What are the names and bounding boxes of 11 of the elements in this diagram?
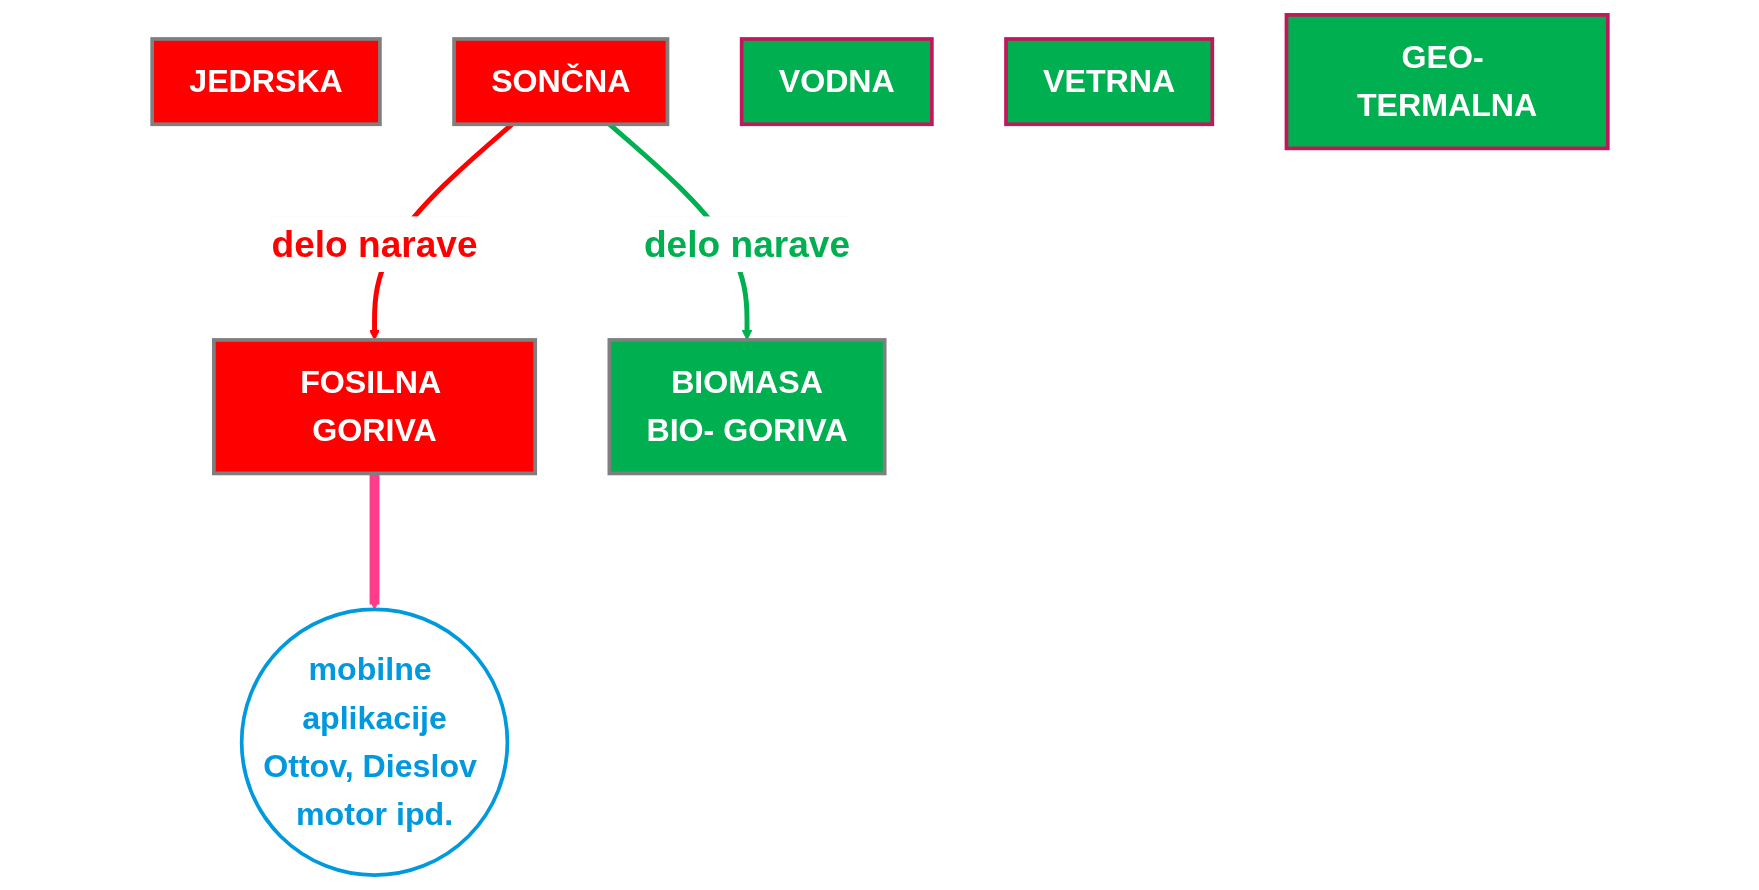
node-box: VETRNA <box>1003 37 1214 127</box>
node-box: BIOMASA BIO- GORIVA <box>607 338 887 476</box>
edge-label: delo narave <box>643 223 850 265</box>
node-box: JEDRSKA <box>149 37 382 127</box>
node-box: VODNA <box>739 37 934 127</box>
node-circle: mobilne aplikacije Ottov, Dieslov motor ipd. <box>239 607 509 877</box>
node-box: FOSILNA GORIVA <box>211 338 537 476</box>
arrow <box>368 473 380 610</box>
node-box: SONČNA <box>451 37 669 127</box>
edge-label: delo narave <box>270 223 478 265</box>
node-box: GEO- TERMALNA <box>1284 13 1610 151</box>
